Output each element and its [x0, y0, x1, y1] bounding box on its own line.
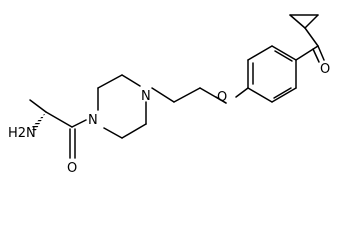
benzene-bond-5	[271, 87, 297, 103]
ketone-co-bond-2	[312, 48, 320, 63]
propyl-bond-2	[173, 87, 201, 103]
aryl-ketone-bond	[295, 45, 319, 61]
structure-canvas: H2N N N O O O	[8, 14, 330, 176]
ketone-cyclopropyl-bond	[304, 27, 319, 47]
molecule-structure-diagram: H2N N N O O O	[8, 14, 330, 176]
propyl-bond-1	[151, 87, 175, 103]
benzene-bond-2	[247, 45, 273, 61]
amide-cn-bond	[71, 119, 87, 128]
piperazine-bond-2	[97, 74, 123, 89]
stereo-hashed-bond	[31, 112, 46, 132]
piperazine-bond-3	[121, 74, 141, 87]
benzene-bond-3	[271, 45, 297, 61]
ketone-co-bond-1	[317, 45, 325, 61]
benzene-inner-bond-2	[274, 50, 293, 62]
amine-nh2-label: H2N	[8, 126, 36, 141]
benzene-inner-bond-3	[273, 87, 292, 99]
ketone-oxygen-label: O	[320, 62, 330, 77]
piperazine-n-right-label: N	[141, 89, 151, 104]
piperazine-n-left-label: N	[88, 113, 98, 128]
ether-bond-1	[215, 96, 227, 104]
methyl-bond	[29, 99, 47, 113]
ether-oxygen-label: O	[217, 90, 227, 105]
cyclopropyl-bond-3	[304, 14, 319, 29]
amide-oxygen-label: O	[67, 161, 77, 176]
cyclopropyl-bond-1	[289, 14, 306, 29]
piperazine-bond-5	[121, 123, 147, 139]
alpha-carbonyl-bond	[45, 111, 73, 128]
benzene-bond-6	[247, 87, 273, 103]
piperazine-bond-6	[103, 127, 123, 139]
ether-bond-2	[235, 87, 249, 98]
